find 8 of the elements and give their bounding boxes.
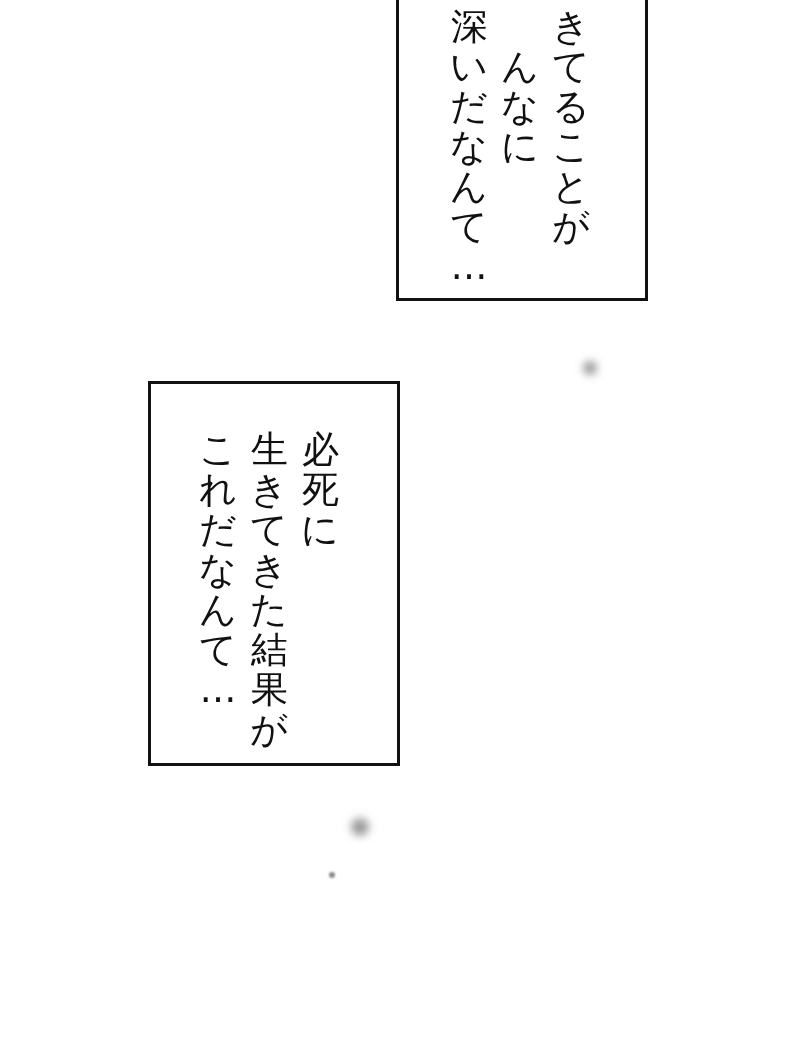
caption-text: 深いだなんて… bbox=[450, 7, 488, 287]
caption-text: きてることが bbox=[552, 7, 590, 250]
caption-box bbox=[148, 381, 400, 766]
caption-text: んなに bbox=[501, 47, 539, 170]
caption-text: 必死に bbox=[301, 430, 339, 553]
caption-box bbox=[396, 0, 648, 301]
caption-text: これだなんて… bbox=[199, 430, 237, 713]
caption-text: 生きてきた結果が bbox=[250, 430, 288, 750]
